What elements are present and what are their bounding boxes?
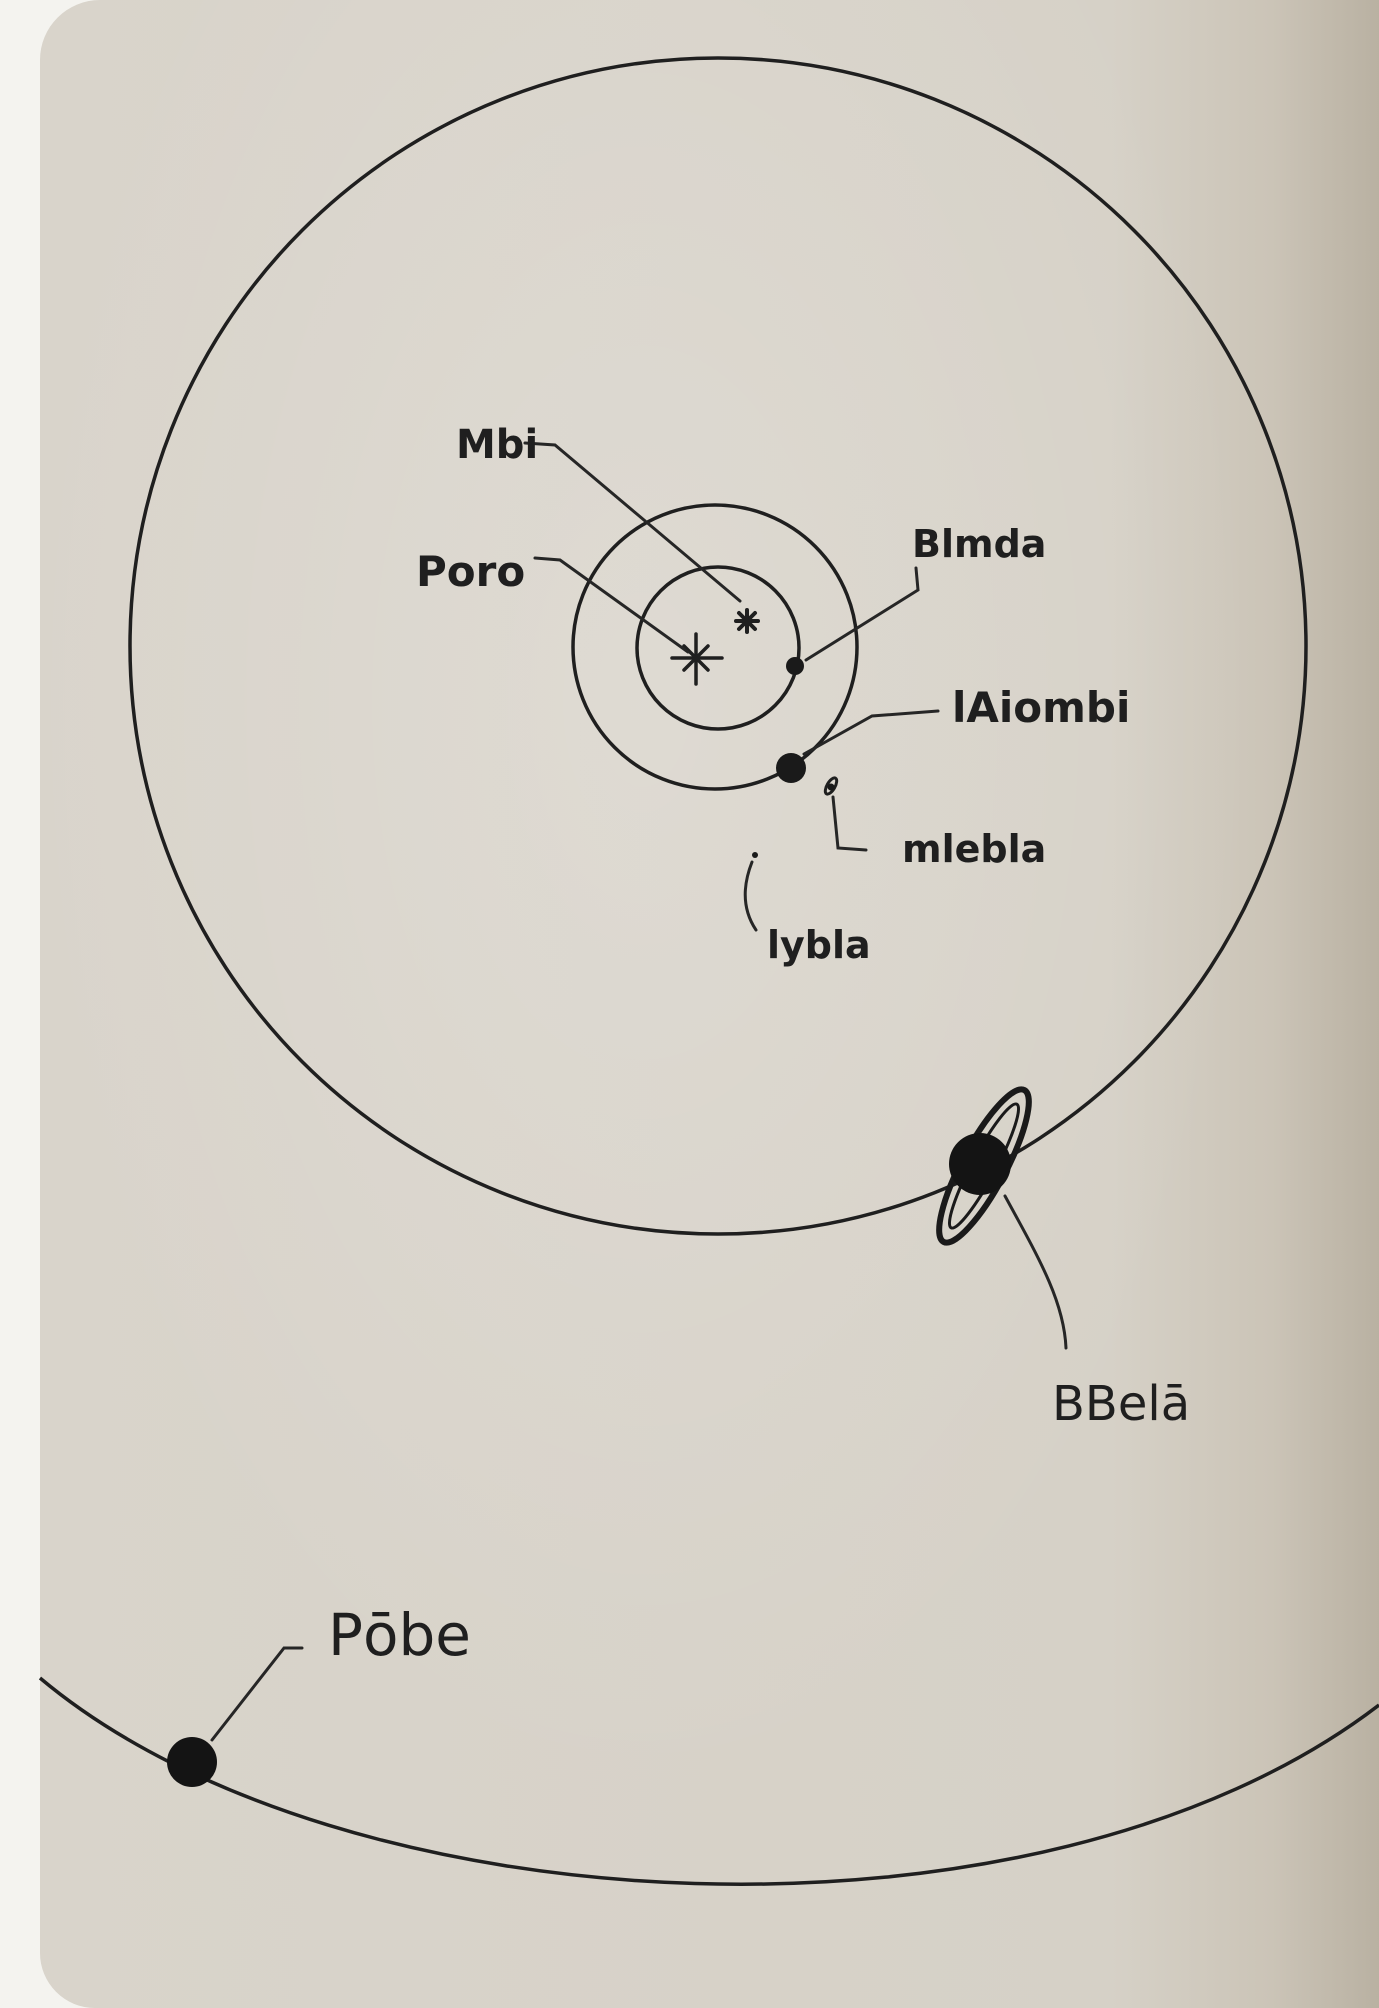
- planet-laiombi-icon: [776, 753, 806, 783]
- leader-line-mlebla: [831, 795, 868, 852]
- label-lybla: lybla: [767, 923, 871, 967]
- leader-line-mbi: [523, 441, 742, 603]
- leader-line-laiombi: [802, 709, 940, 756]
- planet-pobe-icon: [167, 1737, 217, 1787]
- leader-line-lybla: [743, 860, 758, 932]
- label-blmda: Blmda: [912, 522, 1046, 566]
- outer-orbit: [128, 56, 1308, 1236]
- moon-lybla-icon: [752, 852, 758, 858]
- far-orbit: [38, 1676, 1379, 1886]
- leader-line-bbela: [1003, 1194, 1068, 1350]
- label-poro: Poro: [416, 547, 525, 596]
- label-bbela: BBelā: [1052, 1376, 1190, 1432]
- moon-mlebla-icon: [823, 776, 839, 796]
- planet-blmda-icon: [786, 657, 804, 675]
- label-mbi: Mbi: [456, 422, 538, 468]
- small-star-icon: [734, 608, 760, 634]
- label-laiombi: lAiombi: [952, 683, 1130, 732]
- label-pobe: Pōbe: [328, 1601, 471, 1669]
- leader-line-poro: [533, 556, 690, 654]
- central-star-icon: [670, 632, 724, 686]
- inner-orbit: [635, 565, 801, 731]
- leader-line-pobe: [210, 1646, 304, 1742]
- ringed-planet-bbela-icon: [936, 1086, 1032, 1246]
- middle-orbit: [571, 503, 859, 791]
- leader-line-blmda: [804, 566, 920, 662]
- label-mlebla: mlebla: [902, 827, 1046, 871]
